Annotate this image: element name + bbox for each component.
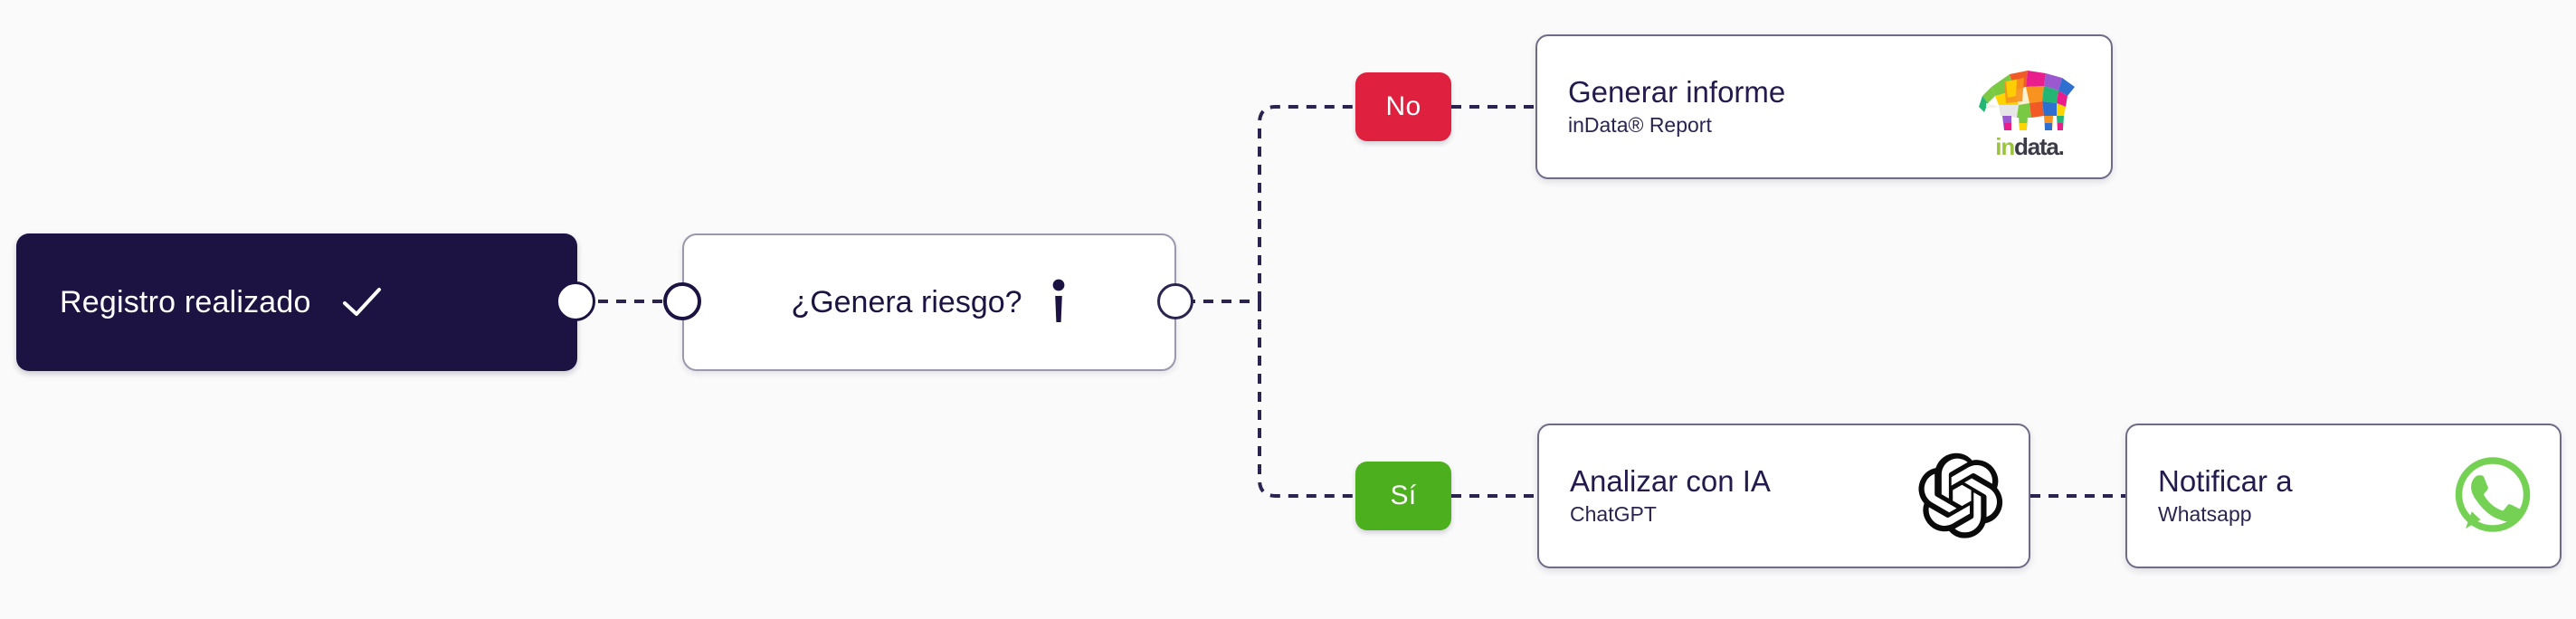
whatsapp-logo: [2449, 452, 2536, 539]
branch-badge-no-label: No: [1385, 91, 1421, 121]
branch-badge-no[interactable]: No: [1355, 72, 1451, 141]
branch-badge-si-label: Sí: [1390, 481, 1417, 510]
node-generar-informe[interactable]: Generar informe inData® Report: [1535, 34, 2113, 179]
decision-node-output-port[interactable]: [1157, 283, 1193, 319]
decision-node-input-port[interactable]: [663, 282, 701, 320]
indata-wordmark: indata.: [1995, 132, 2065, 160]
whatsapp-card-title: Notificar a: [2158, 463, 2293, 498]
check-icon: [342, 286, 382, 319]
report-card-text: Generar informe inData® Report: [1568, 74, 1786, 138]
chatgpt-card-text: Analizar con IA ChatGPT: [1570, 463, 1771, 528]
openai-logo: [1918, 452, 2005, 539]
indata-wordmark-in: in: [1995, 132, 2015, 160]
node-notificar-whatsapp[interactable]: Notificar a Whatsapp: [2125, 424, 2562, 568]
edge-branch-si: [1258, 301, 1355, 498]
chatgpt-card-subtitle: ChatGPT: [1570, 501, 1657, 526]
whatsapp-card-text: Notificar a Whatsapp: [2158, 463, 2293, 528]
report-card-subtitle: inData® Report: [1568, 112, 1712, 137]
node-genera-riesgo[interactable]: ¿Genera riesgo?: [682, 233, 1176, 371]
exclamation-icon: [1050, 279, 1068, 326]
branch-badge-si[interactable]: Sí: [1355, 462, 1451, 530]
whatsapp-card-subtitle: Whatsapp: [2158, 501, 2252, 526]
start-node-label: Registro realizado: [60, 284, 311, 319]
edge-branch-no: [1258, 105, 1355, 301]
indata-wordmark-data: data.: [2014, 132, 2065, 160]
node-analizar-con-ia[interactable]: Analizar con IA ChatGPT: [1537, 424, 2030, 568]
report-card-title: Generar informe: [1568, 74, 1786, 109]
decision-node-label: ¿Genera riesgo?: [791, 284, 1022, 319]
indata-elephant-logo: indata.: [1972, 56, 2087, 158]
start-node-output-port[interactable]: [556, 281, 595, 321]
node-registro-realizado[interactable]: Registro realizado: [16, 233, 577, 371]
chatgpt-card-title: Analizar con IA: [1570, 463, 1771, 498]
